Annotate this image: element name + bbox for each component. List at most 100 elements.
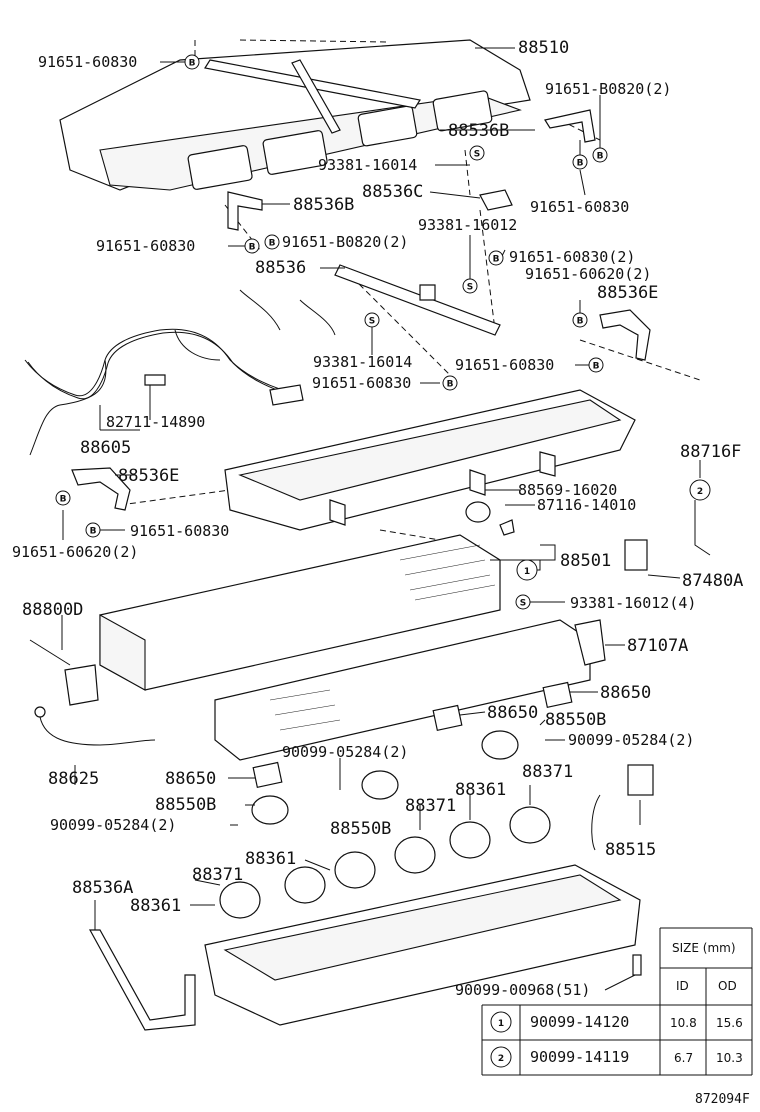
pipe-88716f — [694, 500, 711, 556]
label-88361: 88361 — [455, 780, 506, 800]
badge-b: B — [244, 238, 260, 254]
label-90099-05284: 90099-05284(2) — [568, 731, 694, 749]
label-88371: 88371 — [192, 865, 243, 885]
table-header: SIZE (mm) — [672, 941, 736, 955]
label-91651-60830: 91651-60830 — [530, 198, 629, 216]
bracket-88536c — [479, 189, 513, 211]
label-88536a: 88536A — [72, 878, 133, 898]
badge-b: B — [264, 234, 280, 250]
svg-text:S: S — [474, 150, 480, 160]
badge-b: B — [592, 147, 608, 163]
clamp-88569-16020 — [465, 501, 491, 523]
label-93381-16012: 93381-16012 — [418, 216, 517, 234]
label-88536e: 88536E — [118, 466, 179, 486]
label-88650: 88650 — [600, 683, 651, 703]
badge-b: B — [572, 312, 588, 328]
wire-harness-88605 — [24, 289, 336, 456]
table-row: 1 90099-14120 10.8 15.6 — [490, 1011, 743, 1033]
svg-text:1: 1 — [498, 1019, 504, 1029]
label-88510: 88510 — [518, 38, 569, 58]
svg-text:B: B — [269, 239, 276, 249]
svg-text:B: B — [90, 527, 97, 537]
badge-b: B — [85, 522, 101, 538]
svg-text:B: B — [189, 59, 196, 69]
label-90099-05284: 90099-05284(2) — [282, 743, 408, 761]
bracket-88536e-right — [599, 309, 651, 361]
label-88550b: 88550B — [155, 795, 216, 815]
label-87107a: 87107A — [627, 636, 688, 656]
blower-motor-c — [251, 795, 289, 825]
bar-88536 — [334, 264, 501, 336]
label-91651-60830: 91651-60830 — [130, 522, 229, 540]
size-table: SIZE (mm) ID OD 1 90099-14120 10.8 15.6 … — [481, 927, 753, 1076]
label-87480a: 87480A — [682, 571, 743, 591]
label-87116-14010: 87116-14010 — [537, 496, 636, 514]
label-91651-60830: 91651-60830 — [38, 53, 137, 71]
label-88625: 88625 — [48, 769, 99, 789]
label-91651-60830: 91651-60830 — [455, 356, 554, 374]
diagram-code: 872094F — [695, 1092, 750, 1107]
label-88800d: 88800D — [22, 600, 83, 620]
svg-text:B: B — [593, 362, 600, 372]
label-88716f: 88716F — [680, 442, 741, 462]
label-88536c: 88536C — [362, 182, 423, 202]
label-91651-60830: 91651-60830 — [96, 237, 195, 255]
label-88650: 88650 — [165, 769, 216, 789]
svg-text:B: B — [447, 380, 454, 390]
badge-b: B — [442, 375, 458, 391]
resistor-88650-a — [542, 681, 573, 708]
sensor-88800d — [29, 639, 99, 706]
blower-motor-b — [361, 770, 399, 800]
relay-87480a — [624, 539, 648, 571]
wire-88625 — [34, 706, 156, 746]
svg-text:B: B — [60, 495, 67, 505]
label-88550b: 88550B — [545, 710, 606, 730]
table-col-id: ID — [676, 979, 689, 993]
screw-90099-00968 — [632, 954, 642, 976]
label-88550b: 88550B — [330, 819, 391, 839]
badge-b: B — [488, 250, 504, 266]
blower-wheels — [219, 806, 551, 919]
symbol-badges: B B B S B B S B B S B B B B S 1 2 — [55, 54, 711, 610]
expansion-valve-88515 — [591, 764, 654, 851]
label-91651-60830: 91651-60830(2) — [509, 248, 635, 266]
badge-b: B — [572, 154, 588, 170]
label-88536b: 88536B — [293, 195, 354, 215]
svg-text:6.7: 6.7 — [674, 1051, 693, 1065]
svg-text:90099-14119: 90099-14119 — [530, 1048, 629, 1066]
svg-text:B: B — [597, 152, 604, 162]
svg-text:S: S — [369, 317, 375, 327]
label-88536b: 88536B — [448, 121, 509, 141]
label-93381-16014: 93381-16014 — [313, 353, 412, 371]
label-88361: 88361 — [245, 849, 296, 869]
badge-1: 1 — [516, 559, 538, 581]
svg-text:1: 1 — [524, 567, 530, 577]
svg-text:B: B — [577, 159, 584, 169]
resistor-88650-b — [432, 704, 463, 731]
label-88515: 88515 — [605, 840, 656, 860]
leader-lines — [61, 47, 701, 991]
badge-b: B — [184, 54, 200, 70]
clip-87116-14010 — [499, 519, 515, 536]
label-88569-16020: 88569-16020 — [518, 481, 617, 499]
label-91651-60620: 91651-60620(2) — [12, 543, 138, 561]
svg-text:10.3: 10.3 — [716, 1051, 743, 1065]
resistor-88650-c — [252, 761, 283, 788]
badge-b: B — [588, 357, 604, 373]
label-88650: 88650 — [487, 703, 538, 723]
bottom-tray — [204, 864, 641, 1026]
bracket-88536b-right — [544, 109, 596, 143]
label-93381-16014: 93381-16014 — [318, 156, 417, 174]
heater-core-87107a — [214, 619, 606, 761]
badge-b: B — [55, 490, 71, 506]
label-91651-60830: 91651-60830 — [312, 374, 411, 392]
svg-text:2: 2 — [498, 1054, 504, 1064]
label-91651-b0820: 91651-B0820(2) — [545, 80, 671, 98]
badge-s: S — [462, 278, 478, 294]
table-col-od: OD — [718, 979, 737, 993]
part-labels: 88510 91651-60830 91651-B0820(2) 88536B … — [12, 38, 743, 999]
label-90099-00968: 90099-00968(51) — [455, 981, 590, 999]
table-row: 2 90099-14119 6.7 10.3 — [490, 1046, 743, 1068]
label-91651-60620: 91651-60620(2) — [525, 265, 651, 283]
